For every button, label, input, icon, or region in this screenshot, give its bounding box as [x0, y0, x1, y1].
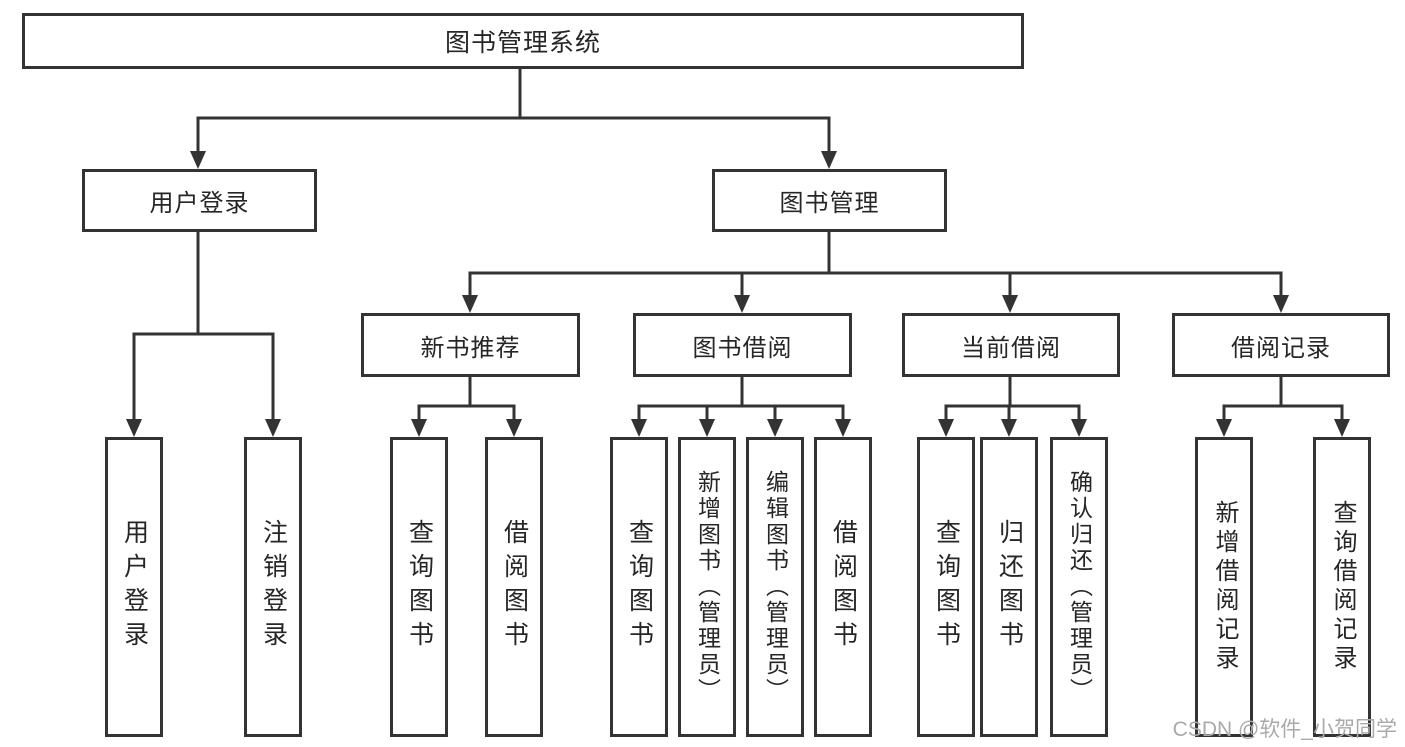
- connector-borrow-records-to-children: [1216, 375, 1350, 437]
- leaf-borrow-books-2: 借阅图书: [814, 437, 872, 737]
- leaf-user-login-label: 用户登录: [120, 519, 149, 655]
- leaf-query-books-1: 查询图书: [390, 437, 448, 737]
- node-book-borrow: 图书借阅: [633, 313, 852, 377]
- leaf-add-borrow-record: 新增借阅记录: [1195, 437, 1253, 737]
- arrow-down-icon: [1273, 295, 1289, 313]
- arrow-down-icon: [506, 419, 522, 437]
- leaf-query-books-2-label: 查询图书: [625, 519, 654, 655]
- leaf-confirm-return-admin-label: 确认归还（管理员）: [1066, 470, 1093, 704]
- node-user-login: 用户登录: [82, 169, 317, 232]
- node-borrow-records: 借阅记录: [1172, 313, 1390, 377]
- leaf-query-borrow-record-label: 查询借阅记录: [1329, 500, 1356, 674]
- leaf-borrow-books-1: 借阅图书: [485, 437, 543, 737]
- arrow-down-icon: [734, 295, 750, 313]
- arrow-down-icon: [1001, 419, 1017, 437]
- arrow-down-icon: [699, 419, 715, 437]
- arrow-down-icon: [835, 419, 851, 437]
- arrow-down-icon: [1216, 419, 1232, 437]
- node-book-management: 图书管理: [712, 169, 947, 232]
- arrow-down-icon: [1002, 295, 1018, 313]
- leaf-return-books-label: 归还图书: [995, 519, 1024, 655]
- connector-root-to-level2: [190, 67, 837, 169]
- node-borrow-records-label: 借阅记录: [1231, 334, 1331, 362]
- arrow-down-icon: [821, 151, 837, 169]
- connector-current-borrow-to-children: [938, 375, 1087, 437]
- leaf-query-borrow-record: 查询借阅记录: [1313, 437, 1371, 737]
- node-library-system: 图书管理系统: [22, 13, 1024, 69]
- leaf-add-books-admin: 新增图书（管理员）: [678, 437, 736, 737]
- leaf-query-books-1-label: 查询图书: [405, 519, 434, 655]
- leaf-query-books-2: 查询图书: [610, 437, 668, 737]
- node-current-borrow-label: 当前借阅: [961, 334, 1061, 362]
- leaf-query-books-3-label: 查询图书: [932, 519, 961, 655]
- node-book-borrow-label: 图书借阅: [692, 334, 793, 362]
- arrow-down-icon: [190, 151, 206, 169]
- node-new-book-recommend: 新书推荐: [361, 313, 580, 377]
- arrow-down-icon: [938, 419, 954, 437]
- arrow-down-icon: [1334, 419, 1350, 437]
- leaf-logout-label: 注销登录: [259, 519, 288, 655]
- connector-book-borrow-to-children: [631, 375, 851, 437]
- node-new-book-recommend-label: 新书推荐: [420, 334, 521, 362]
- node-library-system-label: 图书管理系统: [444, 29, 601, 57]
- leaf-confirm-return-admin: 确认归还（管理员）: [1050, 437, 1108, 737]
- leaf-return-books: 归还图书: [980, 437, 1038, 737]
- leaf-logout: 注销登录: [244, 437, 302, 737]
- node-user-login-label: 用户登录: [149, 190, 250, 217]
- arrow-down-icon: [631, 419, 647, 437]
- node-current-borrow: 当前借阅: [902, 313, 1120, 377]
- leaf-add-borrow-record-label: 新增借阅记录: [1211, 500, 1238, 674]
- connector-new-book-rec-to-children: [411, 375, 522, 437]
- connector-user-login-to-children: [126, 230, 281, 437]
- node-book-management-label: 图书管理: [779, 190, 880, 217]
- leaf-add-books-admin-label: 新增图书（管理员）: [694, 470, 721, 704]
- leaf-edit-books-admin: 编辑图书（管理员）: [746, 437, 804, 737]
- leaf-borrow-books-1-label: 借阅图书: [500, 519, 529, 655]
- connector-book-mgmt-to-level3: [462, 230, 1289, 313]
- arrow-down-icon: [265, 419, 281, 437]
- arrow-down-icon: [462, 295, 478, 313]
- leaf-edit-books-admin-label: 编辑图书（管理员）: [762, 470, 789, 704]
- arrow-down-icon: [767, 419, 783, 437]
- leaf-user-login: 用户登录: [105, 437, 163, 737]
- leaf-borrow-books-2-label: 借阅图书: [829, 519, 858, 655]
- watermark-text: CSDN @软件_小贺同学: [1172, 718, 1397, 741]
- arrow-down-icon: [1071, 419, 1087, 437]
- arrow-down-icon: [126, 419, 142, 437]
- leaf-query-books-3: 查询图书: [917, 437, 975, 737]
- arrow-down-icon: [411, 419, 427, 437]
